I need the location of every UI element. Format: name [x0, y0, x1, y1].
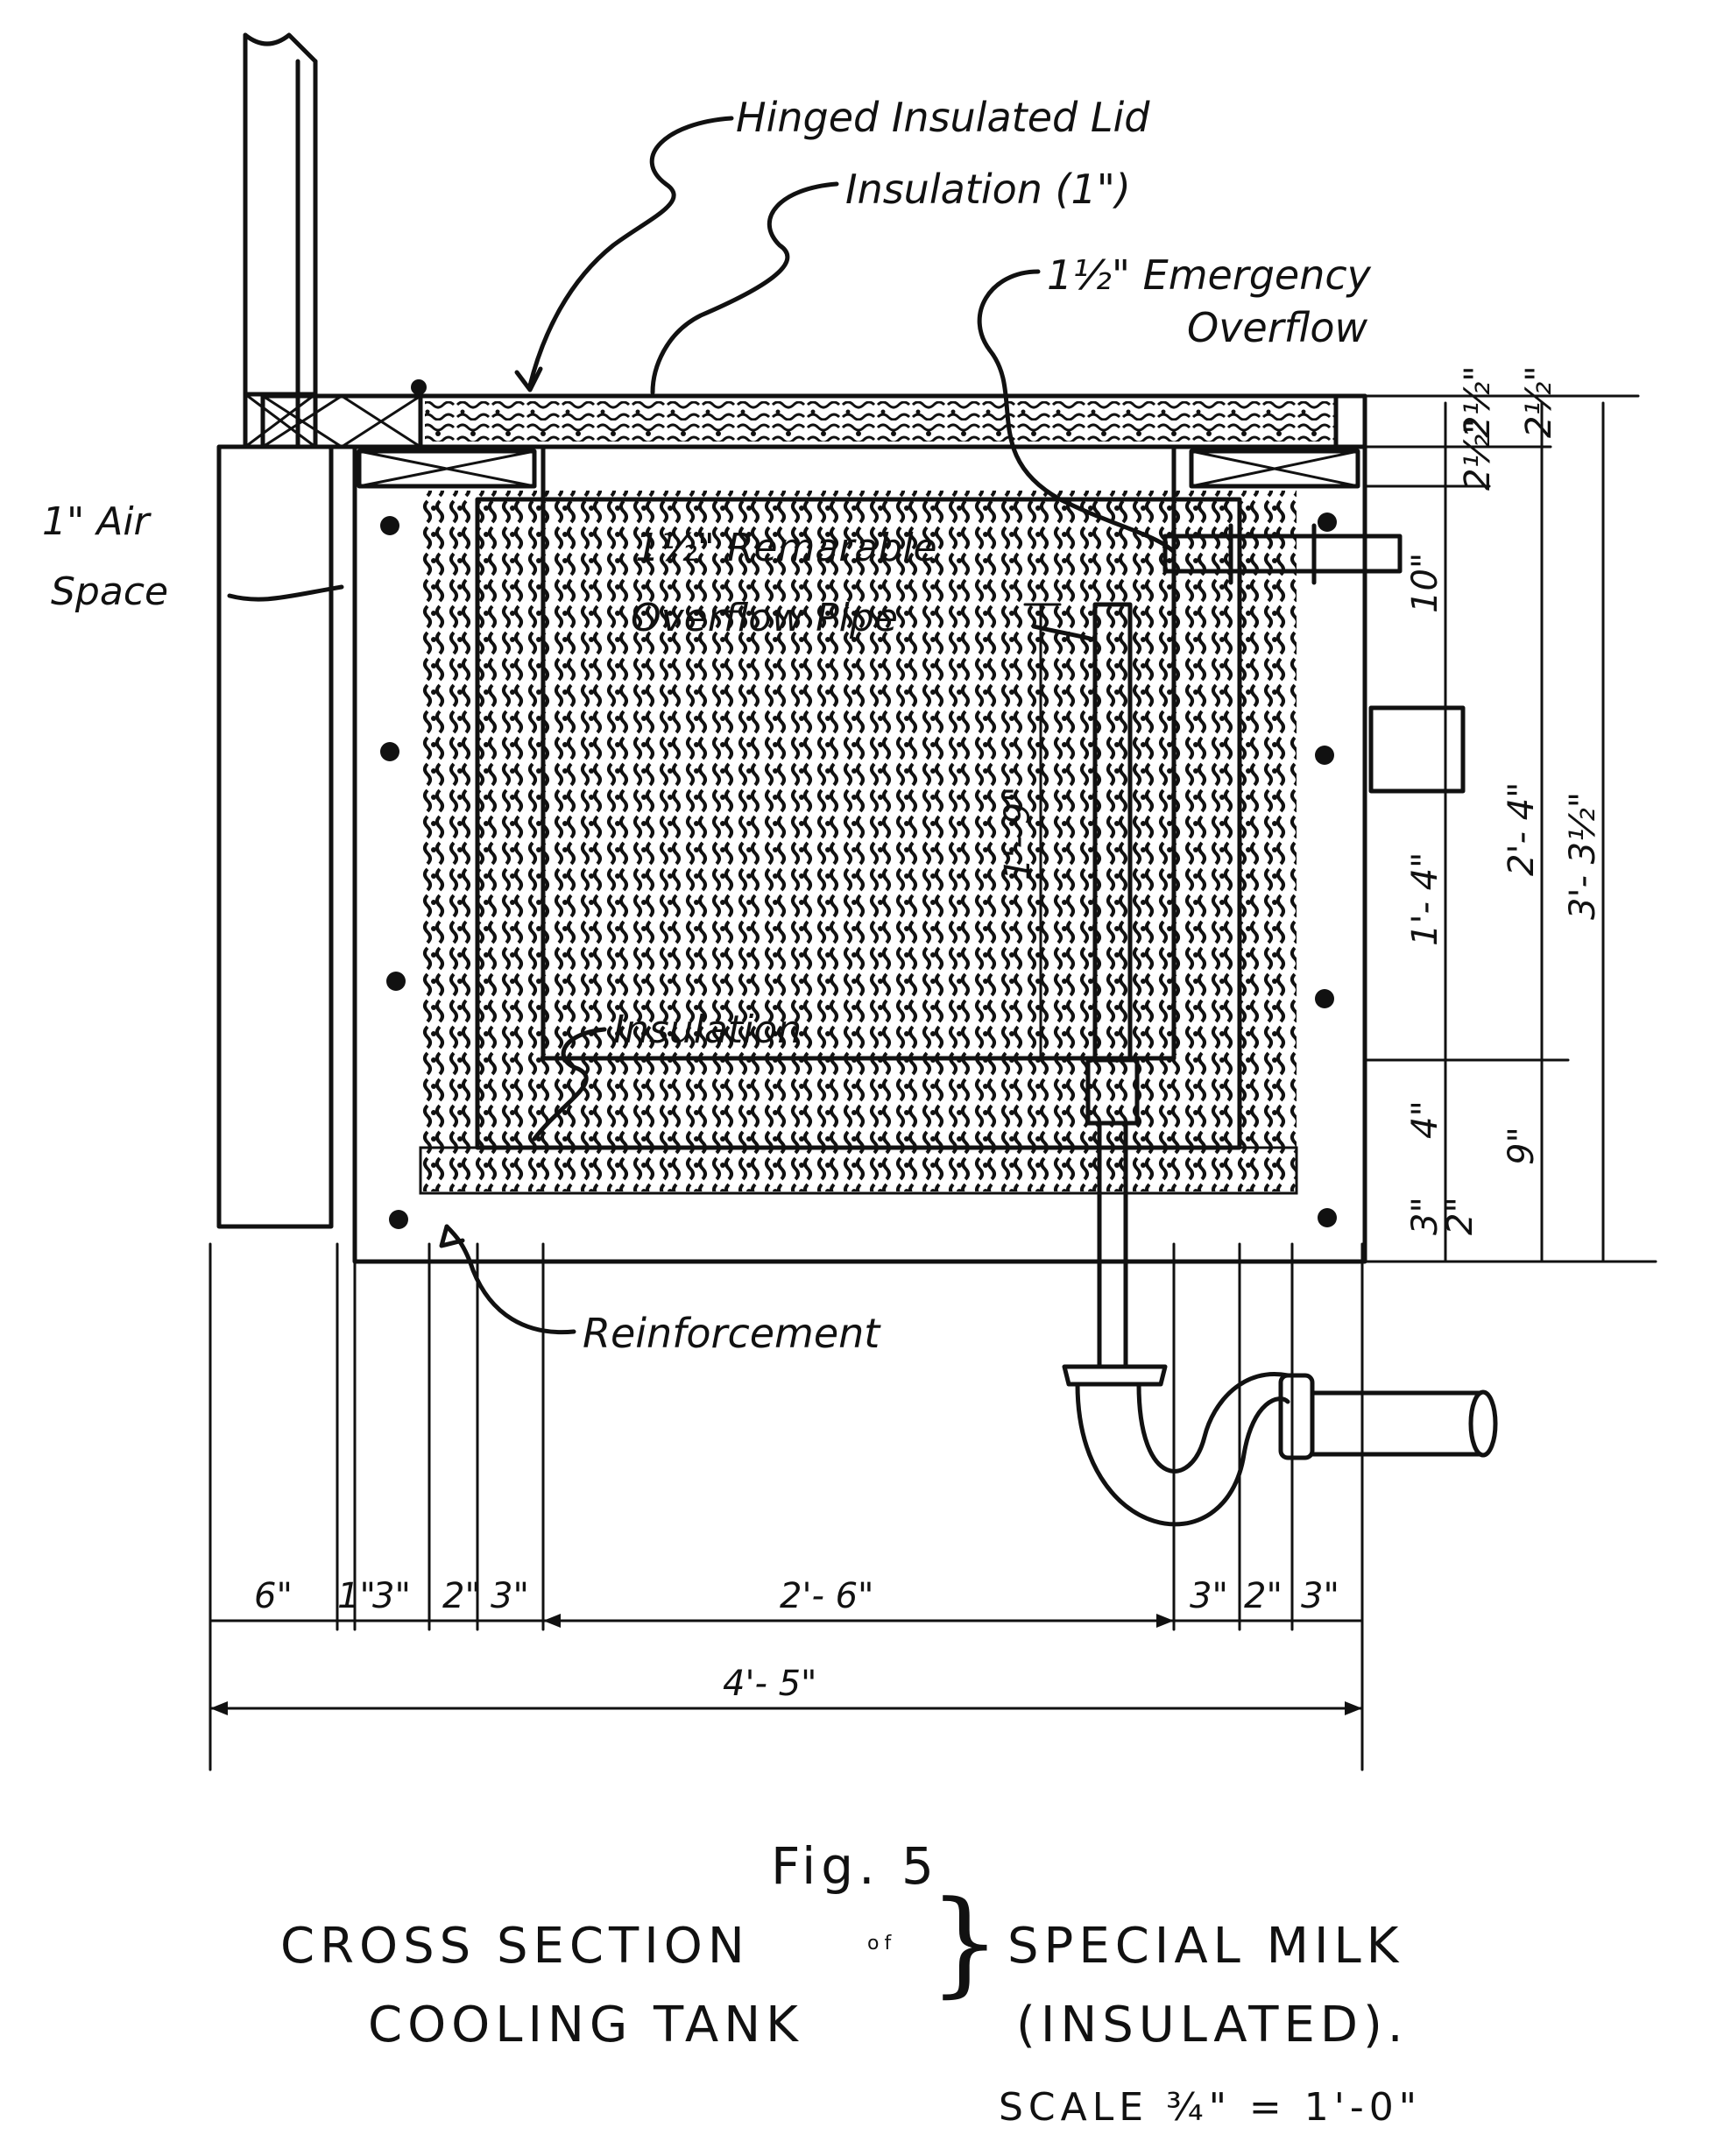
tank-body — [352, 444, 1367, 1264]
dim-lid-a: 2½" — [1458, 365, 1498, 438]
dim-pipe-height: 1'- 9" — [998, 787, 1038, 880]
dim-w-2a: 2" — [442, 1576, 481, 1616]
dim-w-6: 6" — [254, 1576, 293, 1616]
label-removable-1: 1½" Remarable — [635, 526, 937, 570]
caption-brace: } — [929, 1876, 1001, 2009]
caption-line2-right: (INSULATED). — [1016, 1997, 1409, 2054]
dim-w-1: 1" — [337, 1576, 376, 1616]
caption-fig: Fig. 5 — [771, 1836, 939, 1896]
dim-lid-c: 2½" — [1458, 418, 1498, 491]
dim-w-total: 4'- 5" — [723, 1664, 816, 1704]
removable-overflow-pipe — [1062, 602, 1498, 1527]
dim-w-2b: 2" — [1244, 1576, 1282, 1616]
caption-line1-right: SPECIAL MILK — [1007, 1918, 1403, 1975]
dim-upper: 10" — [1405, 553, 1445, 613]
caption-of: of — [867, 1933, 896, 1955]
label-air-1: 1" Air — [42, 499, 152, 544]
dim-mid: 1'- 4" — [1405, 852, 1445, 946]
dim-bottom-d: 2" — [1440, 1197, 1480, 1235]
caption-scale: SCALE ¾" = 1'-0" — [999, 2085, 1422, 2130]
label-hinged-lid: Hinged Insulated Lid — [736, 94, 1150, 141]
dim-w-3c: 3" — [1190, 1576, 1228, 1616]
leader-lines — [227, 116, 1177, 1335]
label-emergency-2: Overflow — [1187, 304, 1368, 351]
vertical-dimensions — [1023, 394, 1657, 1263]
label-insulation-top: Insulation (1") — [845, 166, 1131, 213]
dim-w-inner: 2'- 6" — [780, 1576, 873, 1616]
dim-w-3a: 3" — [372, 1576, 411, 1616]
dim-total-height: 3'- 3½" — [1563, 792, 1603, 920]
label-reinforcement: Reinforcement — [583, 1310, 881, 1357]
side-bracket — [1368, 705, 1466, 794]
dim-w-3d: 3" — [1301, 1576, 1339, 1616]
label-emergency-1: 1½" Emergency — [1047, 251, 1372, 299]
hinged-lid — [260, 379, 1367, 449]
label-insulation-bottom: Insulation — [613, 1007, 802, 1052]
dim-lid-b: 2½" — [1519, 365, 1559, 438]
dim-bottom-a: 4" — [1405, 1100, 1445, 1139]
dim-bottom-b: 9" — [1502, 1127, 1542, 1165]
caption-line1-left: CROSS SECTION — [280, 1918, 750, 1975]
adjoining-wall — [216, 32, 334, 1229]
emergency-overflow-pipe — [1162, 523, 1403, 585]
caption-line2-left: COOLING TANK — [368, 1997, 803, 2054]
label-air-2: Space — [51, 569, 168, 614]
dim-inner-height: 2'- 4" — [1502, 782, 1542, 876]
horizontal-dimensions — [208, 1242, 1364, 1771]
dim-bottom-c: 3" — [1405, 1197, 1445, 1235]
dim-w-3b: 3" — [491, 1576, 529, 1616]
label-removable-2: Overflow Pipe — [631, 596, 898, 640]
